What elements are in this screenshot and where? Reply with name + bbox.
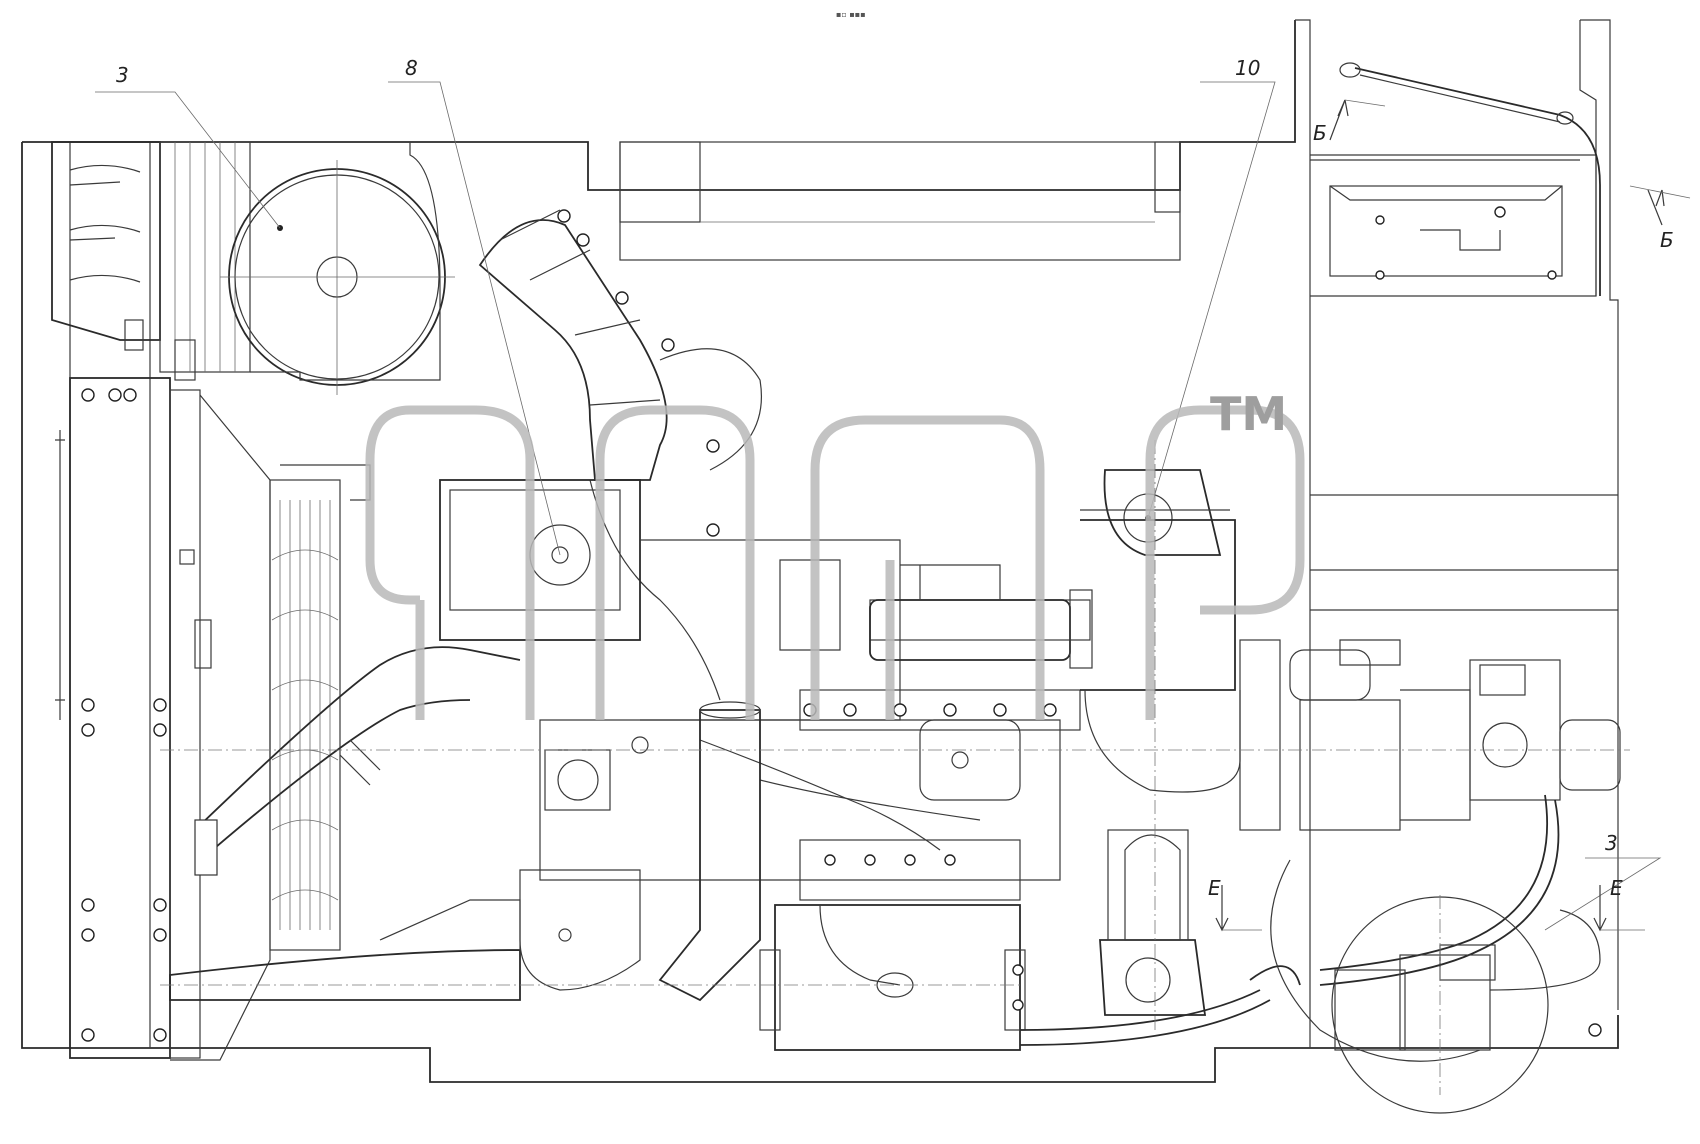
section-label-b-top: Б <box>1313 121 1327 145</box>
header-mark: ▪▫ ▪▪▪ <box>836 10 866 19</box>
cooling-fan <box>269 464 371 951</box>
callout-10: 10 <box>1235 56 1260 80</box>
engine-mount-lower <box>1099 829 1207 1016</box>
section-label-b-right: Б <box>1660 228 1674 252</box>
intake-pipe <box>478 209 762 701</box>
center-lines <box>160 440 1630 1095</box>
coolant-pipe <box>169 646 521 1001</box>
watermark-logo <box>365 405 1305 720</box>
air-filter <box>51 141 455 395</box>
callout-3-right: 3 <box>1605 831 1618 855</box>
turbocharger <box>519 701 761 1002</box>
hydraulic-hoses <box>1019 794 1602 1114</box>
callout-8: 8 <box>405 56 418 80</box>
radiator <box>55 377 271 1061</box>
radiator-bolts <box>81 388 167 1042</box>
section-arrow-b-right <box>1629 185 1691 226</box>
support-rod <box>1329 62 1601 296</box>
leaders <box>95 81 1662 931</box>
section-arrow-e-left <box>1215 885 1262 932</box>
watermark-trademark: TM <box>1210 387 1287 441</box>
engine-block <box>439 479 1091 901</box>
top-cover <box>619 141 1181 261</box>
bell-housing <box>1080 519 1621 831</box>
frame-outline <box>21 19 1619 1083</box>
section-label-e-right: Е <box>1610 876 1623 900</box>
section-label-e-left: Е <box>1208 876 1221 900</box>
section-arrow-b-top <box>1329 99 1386 141</box>
starter-motor <box>869 564 1093 669</box>
section-arrow-e-right <box>1593 885 1645 932</box>
oil-pan <box>759 904 1026 1051</box>
callout-3-left: 3 <box>116 63 129 87</box>
